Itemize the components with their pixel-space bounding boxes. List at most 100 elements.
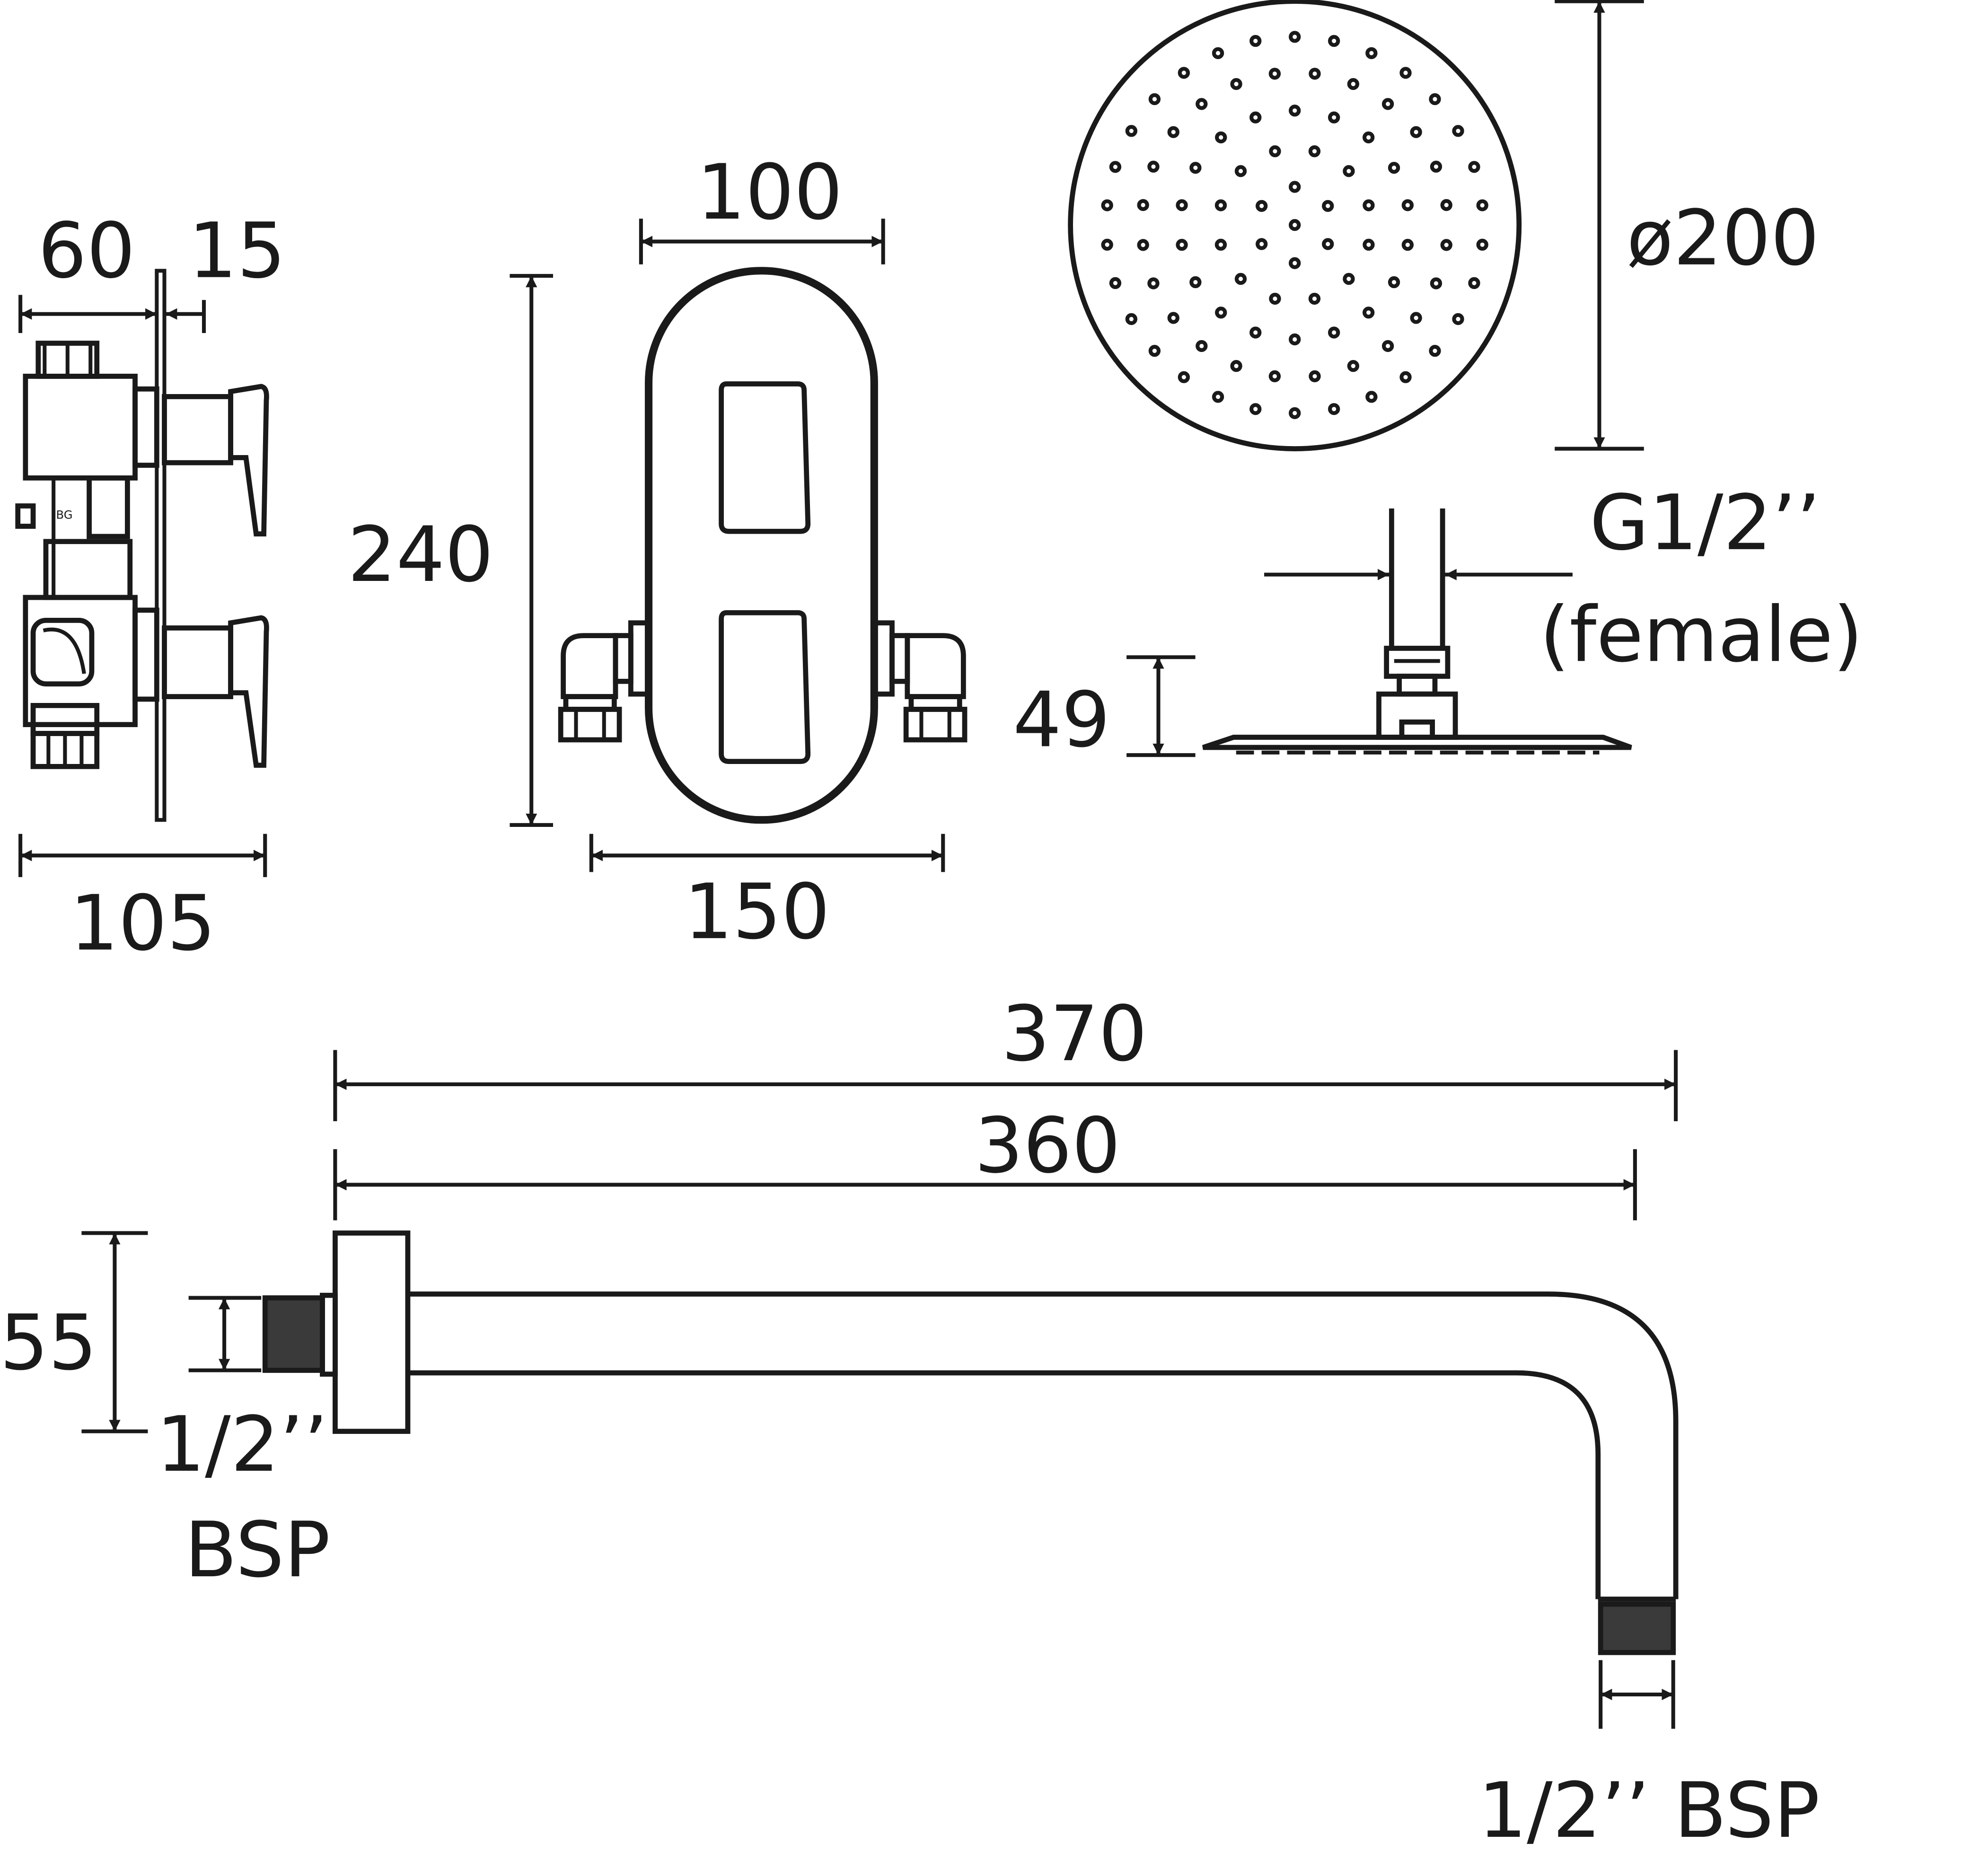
- nozzle-hole: [1255, 200, 1268, 212]
- nozzle-hole: [1148, 93, 1161, 105]
- nozzle-hole: [1328, 326, 1340, 339]
- nozzle-hole: [1230, 360, 1242, 372]
- nozzle-hole: [1328, 35, 1340, 47]
- shower-head-diameter: ø200: [1627, 194, 1819, 283]
- nozzle-hole: [1365, 391, 1378, 403]
- nozzle-hole: [1410, 126, 1422, 138]
- nozzle-hole: [1176, 199, 1188, 211]
- nozzle-hole: [1452, 313, 1464, 325]
- nozzle-hole: [1309, 370, 1321, 383]
- nozzle-hole: [1215, 307, 1227, 319]
- nozzle-hole: [1289, 105, 1301, 117]
- shower-head-side-view: G1/2’’ (female) 49: [1013, 479, 1863, 764]
- shower-head-top-view: ø200: [1068, 0, 1819, 451]
- nozzle-hole: [1468, 161, 1480, 173]
- nozzle-hole: [1308, 292, 1321, 305]
- faceplate-height-dimension: 240: [348, 510, 493, 599]
- nozzle-hole: [1430, 277, 1443, 290]
- nozzle-hole: [1381, 98, 1394, 110]
- shower-head-connection-type: (female): [1539, 591, 1863, 680]
- shower-head-connection: G1/2’’: [1590, 479, 1821, 568]
- valve-width-dimension: 105: [70, 879, 215, 968]
- nozzle-hole: [1401, 238, 1414, 251]
- nozzle-hole: [1189, 162, 1202, 174]
- nozzle-hole: [1125, 125, 1138, 137]
- nozzle-hole: [1452, 125, 1464, 137]
- nozzle-hole: [1381, 340, 1394, 352]
- shower-head-height: 49: [1013, 676, 1110, 765]
- nozzle-hole: [1125, 313, 1138, 325]
- nozzle-hole: [1269, 145, 1281, 158]
- wall-flange: [333, 1230, 411, 1434]
- nozzle-hole: [1328, 403, 1340, 415]
- nozzle-hole: [1196, 340, 1208, 352]
- nozzle-hole: [1343, 165, 1355, 177]
- right-inlet-elbow: [871, 620, 968, 743]
- nozzle-hole: [1178, 67, 1190, 79]
- valve-stamp-icon: BG: [56, 508, 73, 521]
- nozzle-hole: [1214, 199, 1227, 211]
- nozzle-hole: [1363, 199, 1375, 211]
- nozzle-hole: [1429, 345, 1441, 357]
- nozzle-hole: [1476, 238, 1488, 251]
- nozzle-hole: [1410, 312, 1422, 324]
- nozzle-hole: [1249, 403, 1262, 415]
- nozzle-hole: [1347, 360, 1359, 372]
- wall-thread-size: 1/2’’: [156, 1400, 328, 1489]
- nozzle-hole: [1178, 371, 1190, 383]
- valve-plate-dimension: 15: [188, 207, 286, 296]
- faceplate-width-dimension: 100: [697, 148, 843, 237]
- nozzle-hole: [1212, 391, 1224, 403]
- shower-arm: 370 360 55 1/2’’ BSP 1/2’’ BSP: [0, 990, 1820, 1855]
- nozzle-hole: [1399, 371, 1412, 383]
- nozzle-hole: [1289, 181, 1301, 193]
- nozzle-hole: [1101, 238, 1113, 251]
- nozzle-hole: [1440, 239, 1452, 251]
- nozzle-hole: [1476, 199, 1488, 211]
- nozzle-hole: [1148, 345, 1161, 357]
- nozzle-hole: [1388, 276, 1400, 289]
- nozzle-hole: [1147, 277, 1160, 290]
- nozzle-hole: [1289, 407, 1301, 419]
- wall-thread: [262, 1295, 325, 1373]
- left-inlet-elbow: [558, 620, 651, 743]
- nozzle-hole: [1137, 239, 1149, 251]
- lower-control-button: [719, 610, 811, 764]
- nozzle-hole: [1234, 272, 1247, 285]
- nozzle-hole: [1137, 199, 1149, 211]
- nozzle-hole: [1322, 238, 1334, 250]
- nozzle-hole: [1109, 161, 1122, 173]
- nozzle-hole: [1429, 93, 1441, 105]
- nozzle-hole: [1343, 272, 1355, 285]
- nozzle-hole: [1430, 160, 1443, 173]
- nozzle-hole: [1289, 333, 1301, 346]
- valve-depth-dimension: 60: [38, 207, 135, 296]
- nozzle-hole: [1388, 162, 1400, 174]
- valve-front-view: 100 240 150: [348, 148, 968, 957]
- nozzle-hole: [1230, 78, 1242, 90]
- shower-head-plate: [1202, 735, 1632, 750]
- nozzle-hole: [1269, 292, 1281, 305]
- nozzle-hole: [1289, 31, 1301, 43]
- nozzle-hole: [1363, 238, 1375, 251]
- nozzle-hole: [1249, 111, 1262, 123]
- valve-faceplate: [644, 267, 878, 824]
- nozzle-hole: [1362, 307, 1375, 319]
- nozzle-hole: [1289, 219, 1301, 231]
- nozzle-hole: [1468, 277, 1480, 290]
- nozzle-hole: [1212, 47, 1224, 59]
- nozzle-hole: [1268, 370, 1281, 383]
- nozzle-hole: [1215, 131, 1227, 144]
- head-thread-size: 1/2’’ BSP: [1478, 1766, 1820, 1855]
- nozzle-hole: [1440, 199, 1452, 211]
- nozzle-hole: [1249, 35, 1262, 47]
- nozzle-hole: [1167, 312, 1179, 324]
- nozzle-hole: [1147, 160, 1160, 173]
- nozzle-hole: [1109, 277, 1122, 290]
- nozzle-hole: [1309, 68, 1321, 80]
- nozzle-hole: [1399, 67, 1412, 79]
- nozzle-hole: [1289, 257, 1301, 269]
- nozzle-hole: [1347, 78, 1359, 90]
- nozzle-hole: [1362, 131, 1375, 144]
